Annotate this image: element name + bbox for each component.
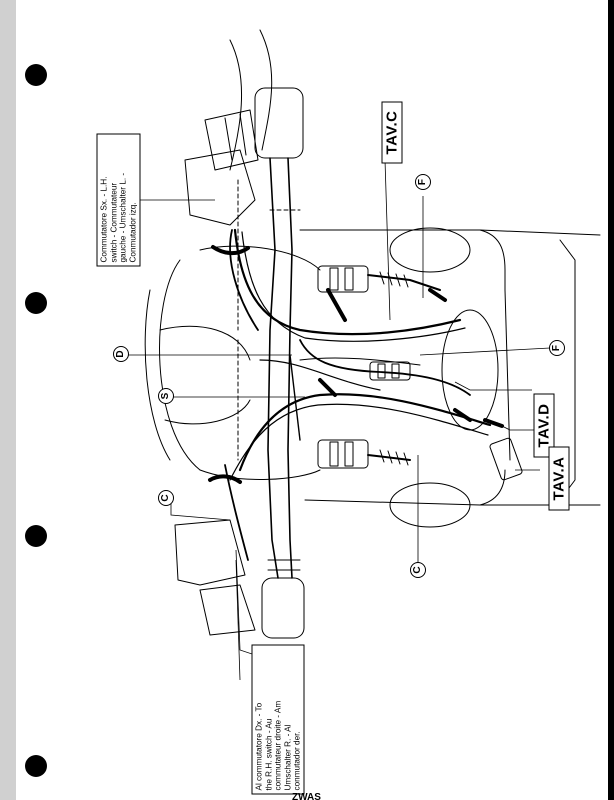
left-grip	[254, 87, 304, 159]
left-switch-label-line4: Conmutador izq.	[128, 202, 137, 263]
left-switch-label-line2: switch - Commutateur	[109, 182, 118, 263]
right-switch-label-line3: commutateur droite - Am	[273, 700, 283, 791]
left-switch-housing	[184, 149, 256, 226]
harness-lower	[238, 393, 492, 472]
callout-f-upper: F	[415, 174, 431, 190]
callout-s: S	[158, 388, 174, 404]
right-switch-housing	[174, 519, 246, 586]
headstock-outline	[159, 259, 201, 471]
tav-c-label: TAV.C	[381, 101, 403, 164]
cable-tie	[208, 474, 242, 484]
right-grip	[261, 577, 305, 639]
cable-tie	[428, 288, 447, 302]
tav-a-label: TAV.A	[548, 446, 570, 511]
binder-hole	[25, 292, 47, 314]
cable-tie	[318, 378, 337, 397]
callout-c-bottom-text: C	[412, 566, 423, 574]
left-switch-label: Commutatore Sx. - L.H. switch - Commutat…	[96, 133, 141, 267]
cable-tie	[453, 408, 472, 422]
binder-hole	[25, 64, 47, 86]
harness-upper	[233, 228, 462, 336]
callout-f-lower-text: F	[551, 344, 562, 352]
frame-outline	[229, 39, 243, 171]
callout-s-text: S	[160, 392, 171, 400]
right-switch-label-line4: Umschalter R. - Al	[283, 724, 292, 791]
right-switch-label-line1: Al commutatore Dx. - To	[254, 702, 264, 791]
binder-hole	[25, 525, 47, 547]
connector-lower	[317, 439, 369, 469]
frame-outline	[259, 29, 273, 151]
left-switch-label-line1: Commutatore Sx. - L.H.	[99, 176, 109, 263]
callout-d-text: D	[115, 350, 126, 358]
cable-tie	[483, 418, 504, 428]
right-switch-label-line2: the R.H. switch - Au	[264, 718, 273, 791]
callout-c-left: C	[158, 490, 174, 506]
page-number-fragment: ZWAS	[292, 792, 321, 800]
callout-f-upper-text: F	[417, 178, 428, 186]
callout-c-bottom: C	[410, 562, 426, 578]
callout-f-lower: F	[549, 340, 565, 356]
connector-upper	[317, 265, 369, 293]
right-switch-label: Al commutatore Dx. - To the R.H. switch …	[251, 644, 305, 795]
right-switch-label-line5: conmutador der.	[292, 731, 302, 791]
connector-center	[369, 361, 411, 381]
left-switch-label-line3: gauche - Umschalter L. -	[118, 172, 128, 263]
callout-c-left-text: C	[160, 494, 171, 502]
binder-hole	[25, 755, 47, 777]
callout-d: D	[113, 346, 129, 362]
cable-tie	[326, 288, 347, 322]
cable-tie	[211, 245, 250, 256]
